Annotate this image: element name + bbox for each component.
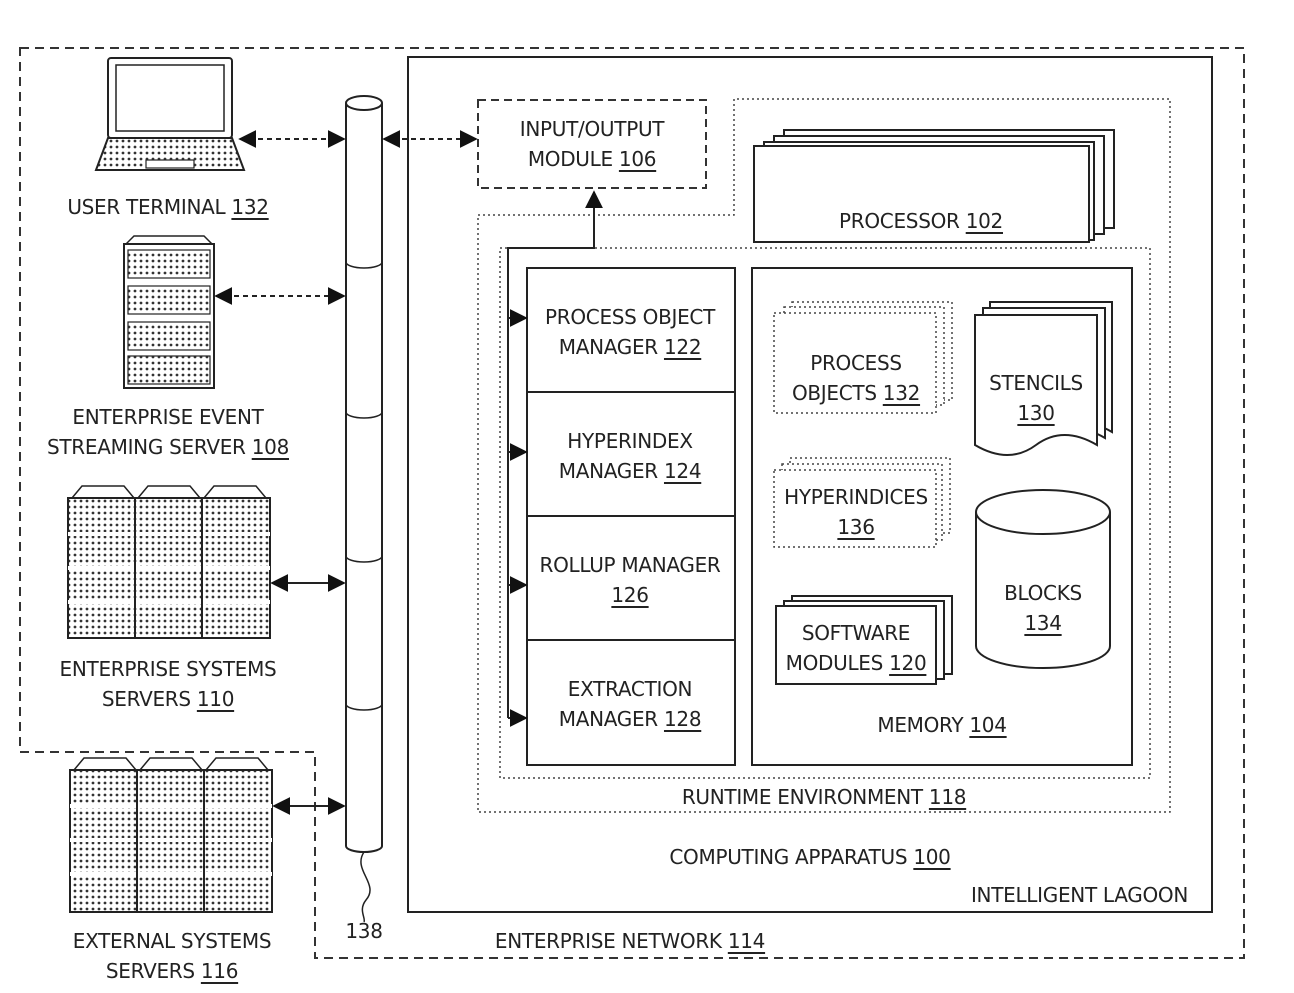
computing-apparatus-label: COMPUTING APPARATUS 100 [669,842,950,872]
software-modules-label: SOFTWAREMODULES 120 [786,618,927,678]
rollup-manager-label: ROLLUP MANAGER126 [539,550,720,610]
intelligent-lagoon-label: INTELLIGENT LAGOON [971,880,1188,910]
server-rack-icon [124,236,214,388]
laptop-icon [96,58,244,170]
extraction-manager-label: EXTRACTIONMANAGER 128 [559,674,702,734]
process-object-manager-label: PROCESS OBJECTMANAGER 122 [545,302,715,362]
hyperindex-manager-label: HYPERINDEXMANAGER 124 [559,426,702,486]
systems-servers-label: ENTERPRISE SYSTEMSSERVERS 110 [60,654,277,714]
bus-label: 138 [345,916,382,946]
process-objects-label: PROCESSOBJECTS 132 [792,348,920,408]
hyperindices-label: HYPERINDICES136 [784,482,928,542]
external-server-cluster-icon [70,758,272,912]
processor-label: PROCESSOR 102 [839,206,1003,236]
external-servers-label: EXTERNAL SYSTEMSSERVERS 116 [73,926,272,986]
io-module-label: INPUT/OUTPUTMODULE 106 [520,114,664,174]
stencils-label: STENCILS130 [989,368,1083,428]
runtime-environment-label: RUNTIME ENVIRONMENT 118 [682,782,966,812]
network-bus-138 [346,96,382,922]
memory-label: MEMORY 104 [877,710,1006,740]
server-cluster-icon [68,486,270,638]
event-server-label: ENTERPRISE EVENTSTREAMING SERVER 108 [47,402,289,462]
user-terminal-label: USER TERMINAL 132 [67,192,268,222]
blocks-label: BLOCKS134 [1004,578,1082,638]
enterprise-network-label: ENTERPRISE NETWORK 114 [495,926,765,956]
